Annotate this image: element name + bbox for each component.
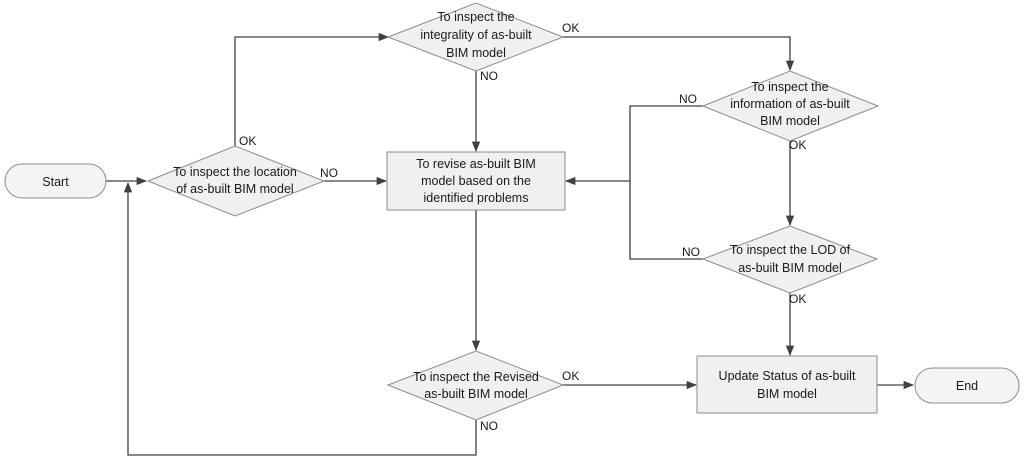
inspect-information-line-2: information of as-built <box>730 97 850 111</box>
edge-information-no-to-revise <box>564 105 703 186</box>
inspect-location-line-2: of as-built BIM model <box>176 182 293 196</box>
label-revised-ok: OK <box>562 369 579 383</box>
inspect-integrality-line-2: integrality of as-built <box>420 28 532 42</box>
inspect-revised-line-1: To inspect the Revised <box>413 370 539 384</box>
label-lod-no: NO <box>682 245 700 259</box>
revise-model-line-3: identified problems <box>424 191 529 205</box>
edge-lod-no-to-loop <box>629 181 703 260</box>
label-revised-no: NO <box>480 419 498 433</box>
start-label: Start <box>42 175 69 189</box>
end-node: End <box>914 367 1020 404</box>
inspect-information-line-3: BIM model <box>760 114 820 128</box>
revise-model-line-2: model based on the <box>421 174 531 188</box>
inspect-integrality-decision: To inspect the integrality of as-built B… <box>386 2 565 72</box>
revise-model-line-1: To revise as-built BIM <box>416 157 535 171</box>
inspect-location-decision: To inspect the location of as-built BIM … <box>146 145 326 217</box>
inspect-integrality-line-3: BIM model <box>446 46 506 60</box>
edge-location-ok-to-integrality <box>234 32 390 146</box>
inspect-revised-line-2: as-built BIM model <box>424 387 528 401</box>
inspect-lod-line-2: as-built BIM model <box>738 261 842 275</box>
inspect-revised-decision: To inspect the Revised as-built BIM mode… <box>386 350 565 421</box>
inspect-integrality-line-1: To inspect the <box>437 10 514 24</box>
revise-model-process: To revise as-built BIM model based on th… <box>386 151 566 211</box>
label-information-ok: OK <box>789 138 806 152</box>
label-integrality-ok: OK <box>562 21 579 35</box>
update-status-process: Update Status of as-built BIM model <box>696 355 878 414</box>
label-location-ok: OK <box>239 134 256 148</box>
edge-integrality-ok-to-information <box>562 36 795 72</box>
label-location-no: NO <box>320 166 338 180</box>
label-information-no: NO <box>679 92 697 106</box>
inspect-lod-decision: To inspect the LOD of as-built BIM model <box>701 225 879 294</box>
inspect-information-line-1: To inspect the <box>751 80 828 94</box>
update-status-line-1: Update Status of as-built <box>719 369 856 383</box>
end-label: End <box>956 379 978 393</box>
edge-revised-no-to-location <box>123 181 477 456</box>
inspect-location-line-1: To inspect the location <box>173 165 297 179</box>
label-lod-ok: OK <box>789 292 806 306</box>
start-node: Start <box>4 163 107 199</box>
inspect-information-decision: To inspect the information of as-built B… <box>701 70 880 142</box>
inspect-lod-line-1: To inspect the LOD of <box>730 243 851 257</box>
label-integrality-no: NO <box>480 69 498 83</box>
update-status-line-2: BIM model <box>757 387 817 401</box>
